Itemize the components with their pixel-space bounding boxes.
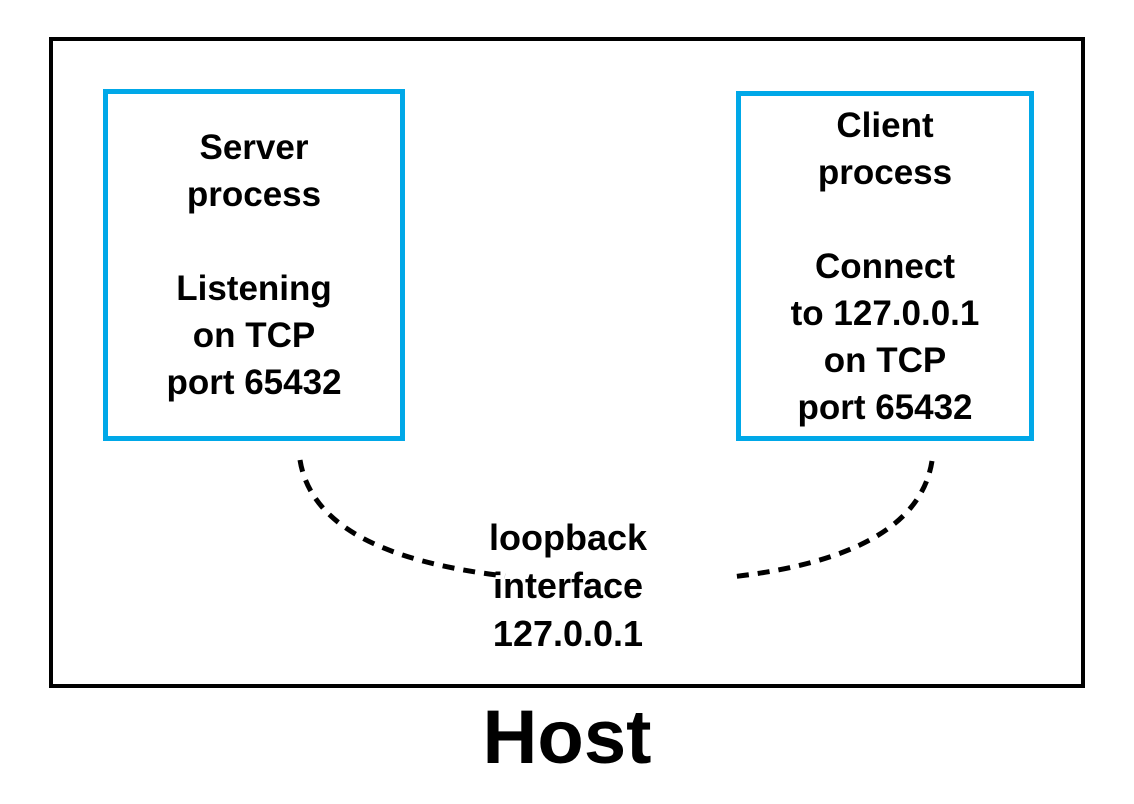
client-loopback-dashed-curve bbox=[730, 460, 935, 580]
server-process-box: Server process Listening on TCP port 654… bbox=[103, 89, 405, 441]
client-process-detail: Connect to 127.0.0.1 on TCP port 65432 bbox=[790, 246, 980, 427]
loopback-interface-label: loopback interface 127.0.0.1 bbox=[488, 517, 648, 654]
server-process-title: Server process bbox=[186, 128, 322, 214]
host-caption: Host bbox=[482, 695, 652, 780]
client-process-title: Client process bbox=[817, 105, 953, 192]
client-process-box: Client process Connect to 127.0.0.1 on T… bbox=[736, 91, 1034, 441]
server-process-detail: Listening on TCP port 65432 bbox=[166, 269, 342, 402]
